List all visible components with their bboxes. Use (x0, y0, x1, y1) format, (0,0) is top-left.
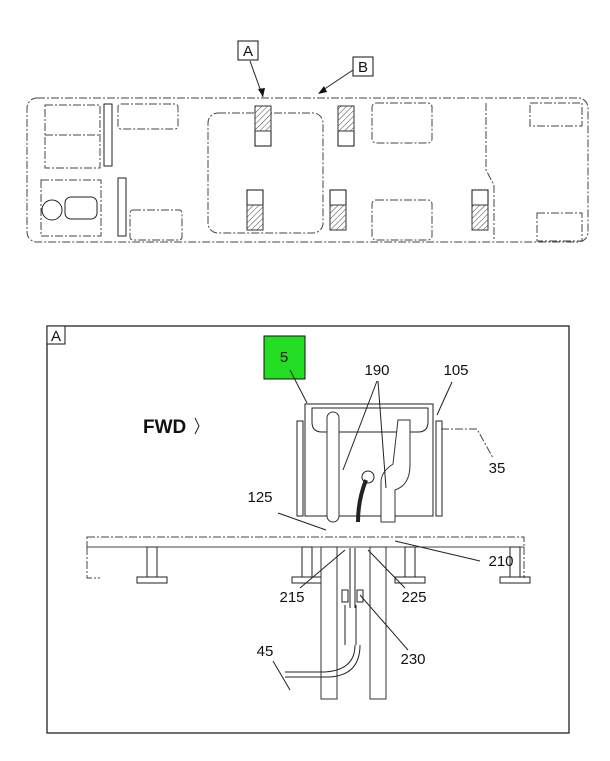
callout-210[interactable]: 210 (394, 540, 514, 570)
highlight-box (263, 335, 306, 380)
svg-text:190: 190 (364, 362, 389, 379)
callout-35[interactable]: 35 (441, 428, 506, 477)
callout-215[interactable]: 215 (279, 549, 346, 606)
svg-text:125: 125 (247, 489, 272, 506)
callout-225[interactable]: 225 (367, 549, 427, 606)
bus-outline (26, 97, 589, 243)
svg-text:5: 5 (280, 349, 288, 366)
svg-text:225: 225 (401, 589, 426, 606)
view-callout-b[interactable]: B (318, 56, 374, 94)
svg-text:B: B (358, 59, 368, 76)
callout-190[interactable]: 190 (342, 362, 390, 489)
svg-text:210: 210 (488, 553, 513, 570)
svg-text:35: 35 (489, 460, 506, 477)
heater-assembly-drawing (86, 403, 531, 700)
leader-arrow (319, 69, 354, 93)
callout-230[interactable]: 230 (359, 594, 426, 668)
svg-text:230: 230 (400, 651, 425, 668)
svg-text:A: A (51, 328, 61, 345)
svg-text:105: 105 (443, 362, 468, 379)
steering-wheel-icon (41, 199, 63, 221)
view-callout-a[interactable]: A (237, 40, 265, 98)
callout-5-highlighted[interactable]: 5 (263, 335, 308, 404)
svg-text:215: 215 (279, 589, 304, 606)
bus-plan-view (26, 97, 589, 243)
callout-105[interactable]: 105 (436, 362, 469, 416)
callout-125[interactable]: 125 (247, 489, 327, 531)
detail-view-label: A (46, 325, 66, 345)
svg-text:A: A (243, 43, 253, 60)
svg-text:45: 45 (257, 643, 274, 660)
detail-view-frame (46, 325, 570, 734)
fwd-label: FWD (143, 417, 186, 438)
callout-45[interactable]: 45 (257, 643, 291, 691)
fwd-arrow-icon (194, 417, 200, 435)
